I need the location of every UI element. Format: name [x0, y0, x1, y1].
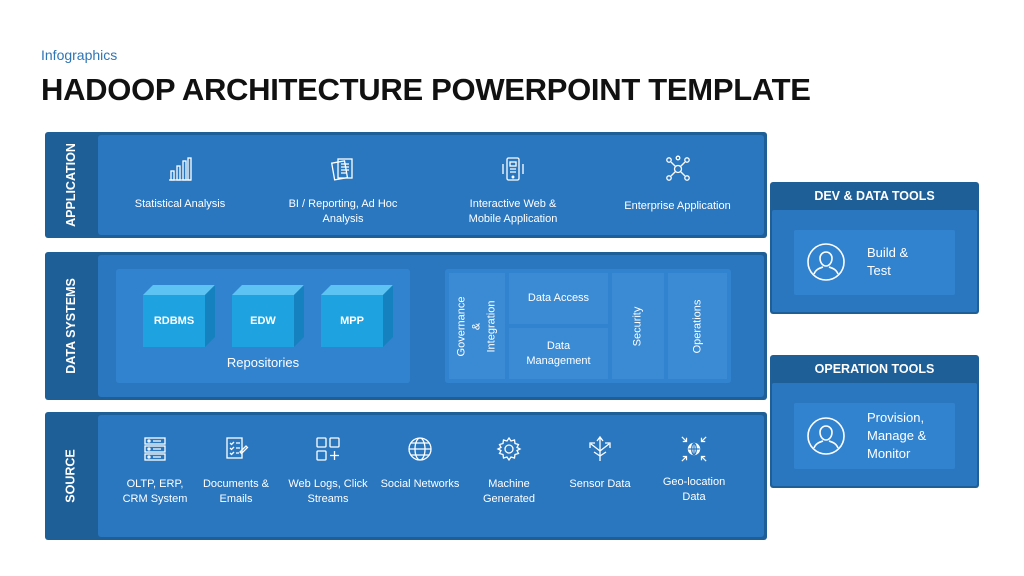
operations-cell: Operations [668, 273, 727, 379]
data-access-cell: Data Access [509, 273, 608, 324]
source-item-label: Social Networks [380, 478, 460, 490]
source-item-label: Geo-location Data [662, 476, 726, 503]
source-item-label: Machine Generated [483, 478, 535, 505]
data-systems-label-box: DATA SYSTEMS [45, 252, 97, 400]
document-checklist-icon [222, 435, 250, 463]
cube-label: MPP [340, 315, 364, 327]
network-icon [664, 155, 692, 183]
application-band: APPLICATION Statistical Analysis BI / Re… [45, 132, 767, 238]
application-label-box: APPLICATION [45, 132, 97, 238]
dev-data-tools-text: Build & Test [867, 245, 909, 278]
server-icon [141, 435, 169, 463]
app-item-enterprise-application: Enterprise Application [610, 155, 745, 214]
source-item-web-logs: Web Logs, Click Streams [278, 435, 378, 507]
governance-integration-cell: Governance & Integration [449, 273, 505, 379]
app-item-label: Enterprise Application [624, 200, 731, 212]
documents-icon [329, 155, 357, 183]
geo-globe-icon [680, 435, 708, 463]
sensor-arrows-icon [586, 435, 614, 463]
page-title: HADOOP ARCHITECTURE POWERPOINT TEMPLATE [41, 72, 811, 107]
source-item-machine-generated: Machine Generated [469, 435, 549, 507]
data-systems-label: DATA SYSTEMS [64, 278, 79, 374]
gear-icon [495, 435, 523, 463]
data-systems-content: RDBMS EDW MPP Repositories Governance & … [98, 255, 764, 397]
source-label-box: SOURCE [45, 412, 97, 540]
governance-panel: Governance & Integration Data Access Dat… [445, 269, 731, 383]
operations-label: Operations [691, 299, 703, 353]
source-content: OLTP, ERP, CRM System Documents & Emails… [98, 415, 764, 537]
dev-data-tools-body: Build & Test [772, 210, 977, 312]
app-item-label: Interactive Web & Mobile Application [468, 198, 558, 225]
security-label: Security [631, 306, 644, 346]
source-label: SOURCE [64, 449, 79, 503]
source-item-label: Documents & Emails [202, 478, 270, 505]
data-management-cell: Data Management [509, 328, 608, 379]
grid-plus-icon [314, 435, 342, 463]
source-item-oltp: OLTP, ERP, CRM System [114, 435, 196, 507]
bar-chart-icon [166, 155, 194, 183]
cube-mpp: MPP [321, 285, 393, 347]
data-systems-band: DATA SYSTEMS RDBMS EDW MPP Repositories … [45, 252, 767, 400]
globe-icon [406, 435, 434, 463]
application-content: Statistical Analysis BI / Reporting, Ad … [98, 135, 764, 235]
app-item-interactive-web: Interactive Web & Mobile Application [448, 155, 578, 227]
source-item-documents: Documents & Emails [196, 435, 276, 507]
cube-rdbms: RDBMS [143, 285, 215, 347]
source-item-label: OLTP, ERP, CRM System [122, 478, 188, 505]
dev-data-tools-card: Build & Test [794, 230, 955, 295]
operation-tools-text: Provision, Manage & Monitor [867, 410, 927, 461]
security-cell: Security [612, 273, 664, 379]
source-band: SOURCE OLTP, ERP, CRM System Documents &… [45, 412, 767, 540]
source-item-geo-location: Geo-location Data [654, 435, 734, 505]
source-item-sensor-data: Sensor Data [560, 435, 640, 492]
operation-tools-body: Provision, Manage & Monitor [772, 383, 977, 486]
app-item-bi-reporting: BI / Reporting, Ad Hoc Analysis [278, 155, 408, 227]
application-label: APPLICATION [64, 143, 79, 227]
repositories-label: Repositories [226, 355, 300, 370]
source-item-label: Sensor Data [569, 478, 631, 490]
operation-tools-card: Provision, Manage & Monitor [794, 403, 955, 469]
user-icon [806, 242, 846, 287]
operation-tools-box: OPERATION TOOLS Provision, Manage & Moni… [770, 355, 979, 488]
user-icon [806, 416, 846, 461]
dev-data-tools-title: DEV & DATA TOOLS [814, 189, 935, 203]
dev-data-tools-box: DEV & DATA TOOLS Build & Test [770, 182, 979, 314]
repositories-panel: RDBMS EDW MPP Repositories [116, 269, 410, 383]
subtitle: Infographics [41, 47, 118, 63]
cube-edw: EDW [232, 285, 304, 347]
cube-label: RDBMS [153, 315, 195, 327]
source-item-social-networks: Social Networks [373, 435, 467, 492]
mobile-app-icon [499, 155, 527, 183]
source-item-label: Web Logs, Click Streams [288, 478, 368, 505]
app-item-statistical-analysis: Statistical Analysis [125, 155, 235, 212]
cube-label: EDW [250, 315, 276, 327]
app-item-label: BI / Reporting, Ad Hoc Analysis [288, 198, 398, 225]
operation-tools-title: OPERATION TOOLS [814, 362, 935, 376]
governance-label: Governance & Integration [455, 296, 498, 356]
app-item-label: Statistical Analysis [134, 198, 226, 210]
